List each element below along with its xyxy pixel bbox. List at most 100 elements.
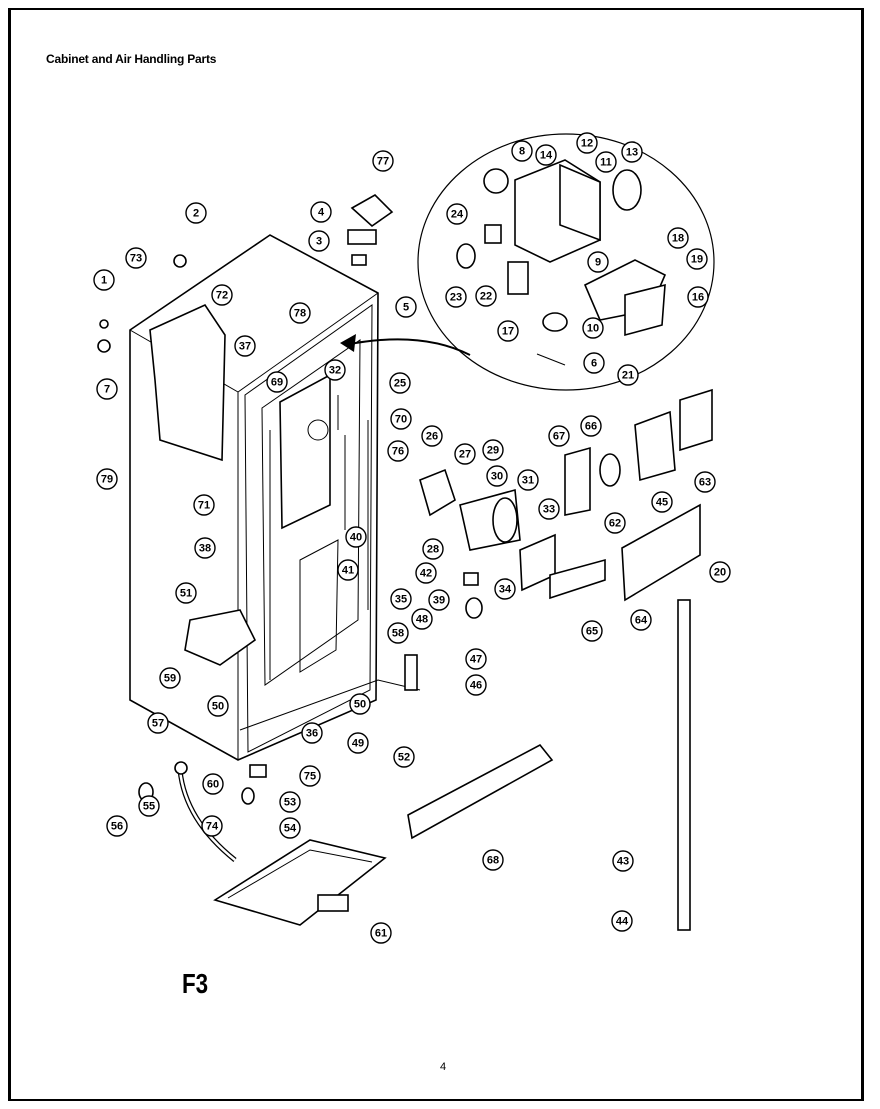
callout-circle (279, 791, 301, 813)
callout-68: 68 (482, 849, 504, 871)
callout-14: 14 (535, 144, 557, 166)
callout-number: 8 (519, 146, 525, 158)
page-frame (8, 8, 864, 1101)
callout-54: 54 (279, 817, 301, 839)
callout-circle (207, 695, 229, 717)
callout-number: 13 (626, 147, 638, 159)
callout-29: 29 (482, 439, 504, 461)
callout-46: 46 (465, 674, 487, 696)
callout-number: 79 (101, 474, 113, 486)
fan-motor-assembly (419, 388, 713, 619)
callout-37: 37 (234, 335, 256, 357)
callout-number: 38 (199, 543, 211, 555)
callout-30: 30 (486, 465, 508, 487)
callout-circle (612, 850, 634, 872)
callout-75: 75 (299, 765, 321, 787)
callout-61: 61 (370, 922, 392, 944)
callout-58: 58 (387, 622, 409, 644)
callout-number: 19 (691, 254, 703, 266)
callout-number: 17 (502, 326, 514, 338)
callout-55: 55 (138, 795, 160, 817)
callout-circle (96, 468, 118, 490)
callout-43: 43 (612, 850, 634, 872)
callout-number: 72 (216, 290, 228, 302)
callout-circle (465, 648, 487, 670)
callout-7: 7 (96, 378, 118, 400)
callout-circle (370, 922, 392, 944)
callout-number: 36 (306, 728, 318, 740)
callout-number: 42 (420, 568, 432, 580)
callout-circle (587, 251, 609, 273)
callout-number: 64 (635, 615, 648, 627)
callout-circle (299, 765, 321, 787)
callout-circle (175, 582, 197, 604)
callout-circle (538, 498, 560, 520)
callout-53: 53 (279, 791, 301, 813)
page-title: Cabinet and Air Handling Parts (46, 52, 217, 66)
callout-number: 54 (284, 823, 297, 835)
callout-number: 46 (470, 680, 482, 692)
callout-number: 68 (487, 855, 499, 867)
callout-circle (667, 227, 689, 249)
callout-circle (193, 494, 215, 516)
callout-number: 28 (427, 544, 439, 556)
callout-circle (147, 712, 169, 734)
callout-number: 49 (352, 738, 364, 750)
callout-35: 35 (390, 588, 412, 610)
callout-number: 51 (180, 588, 192, 600)
callout-number: 56 (111, 821, 123, 833)
callout-64: 64 (630, 609, 652, 631)
callout-circle (337, 559, 359, 581)
callout-circle (202, 773, 224, 795)
callout-circle (465, 674, 487, 696)
air-handling-detail-inset (340, 133, 715, 391)
callout-circle (201, 815, 223, 837)
callout-number: 55 (143, 801, 155, 813)
callout-60: 60 (202, 773, 224, 795)
callout-number: 50 (354, 699, 366, 711)
callout-45: 45 (651, 491, 673, 513)
callout-number: 67 (553, 431, 565, 443)
callout-74: 74 (201, 815, 223, 837)
cabinet-body (129, 234, 421, 761)
callout-circle (611, 910, 633, 932)
callout-circle (511, 140, 533, 162)
callout-number: 5 (403, 302, 409, 314)
callout-circle (583, 352, 605, 374)
callout-70: 70 (390, 408, 412, 430)
callout-57: 57 (147, 712, 169, 734)
callout-40: 40 (345, 526, 367, 548)
callout-circle (289, 302, 311, 324)
callout-number: 18 (672, 233, 684, 245)
callout-number: 4 (318, 207, 325, 219)
callout-circle (234, 335, 256, 357)
callout-19: 19 (686, 248, 708, 270)
callout-circle (709, 561, 731, 583)
callout-65: 65 (581, 620, 603, 642)
callout-circle (482, 849, 504, 871)
callout-circle (482, 439, 504, 461)
callout-circle (630, 609, 652, 631)
callout-number: 27 (459, 449, 471, 461)
callout-78: 78 (289, 302, 311, 324)
callout-77: 77 (372, 150, 394, 172)
callout-41: 41 (337, 559, 359, 581)
callout-circle (349, 693, 371, 715)
callout-10: 10 (582, 317, 604, 339)
callout-79: 79 (96, 468, 118, 490)
callout-number: 53 (284, 797, 296, 809)
callout-56: 56 (106, 815, 128, 837)
callout-circle (279, 817, 301, 839)
callout-63: 63 (694, 471, 716, 493)
callout-number: 63 (699, 477, 711, 489)
callout-number: 32 (329, 365, 341, 377)
callout-number: 62 (609, 518, 621, 530)
callout-24: 24 (446, 203, 468, 225)
callout-circle (138, 795, 160, 817)
callout-13: 13 (621, 141, 643, 163)
callout-circle (106, 815, 128, 837)
callout-number: 12 (581, 138, 593, 150)
callout-28: 28 (422, 538, 444, 560)
callout-26: 26 (421, 425, 443, 447)
page-number: 4 (440, 1061, 447, 1073)
